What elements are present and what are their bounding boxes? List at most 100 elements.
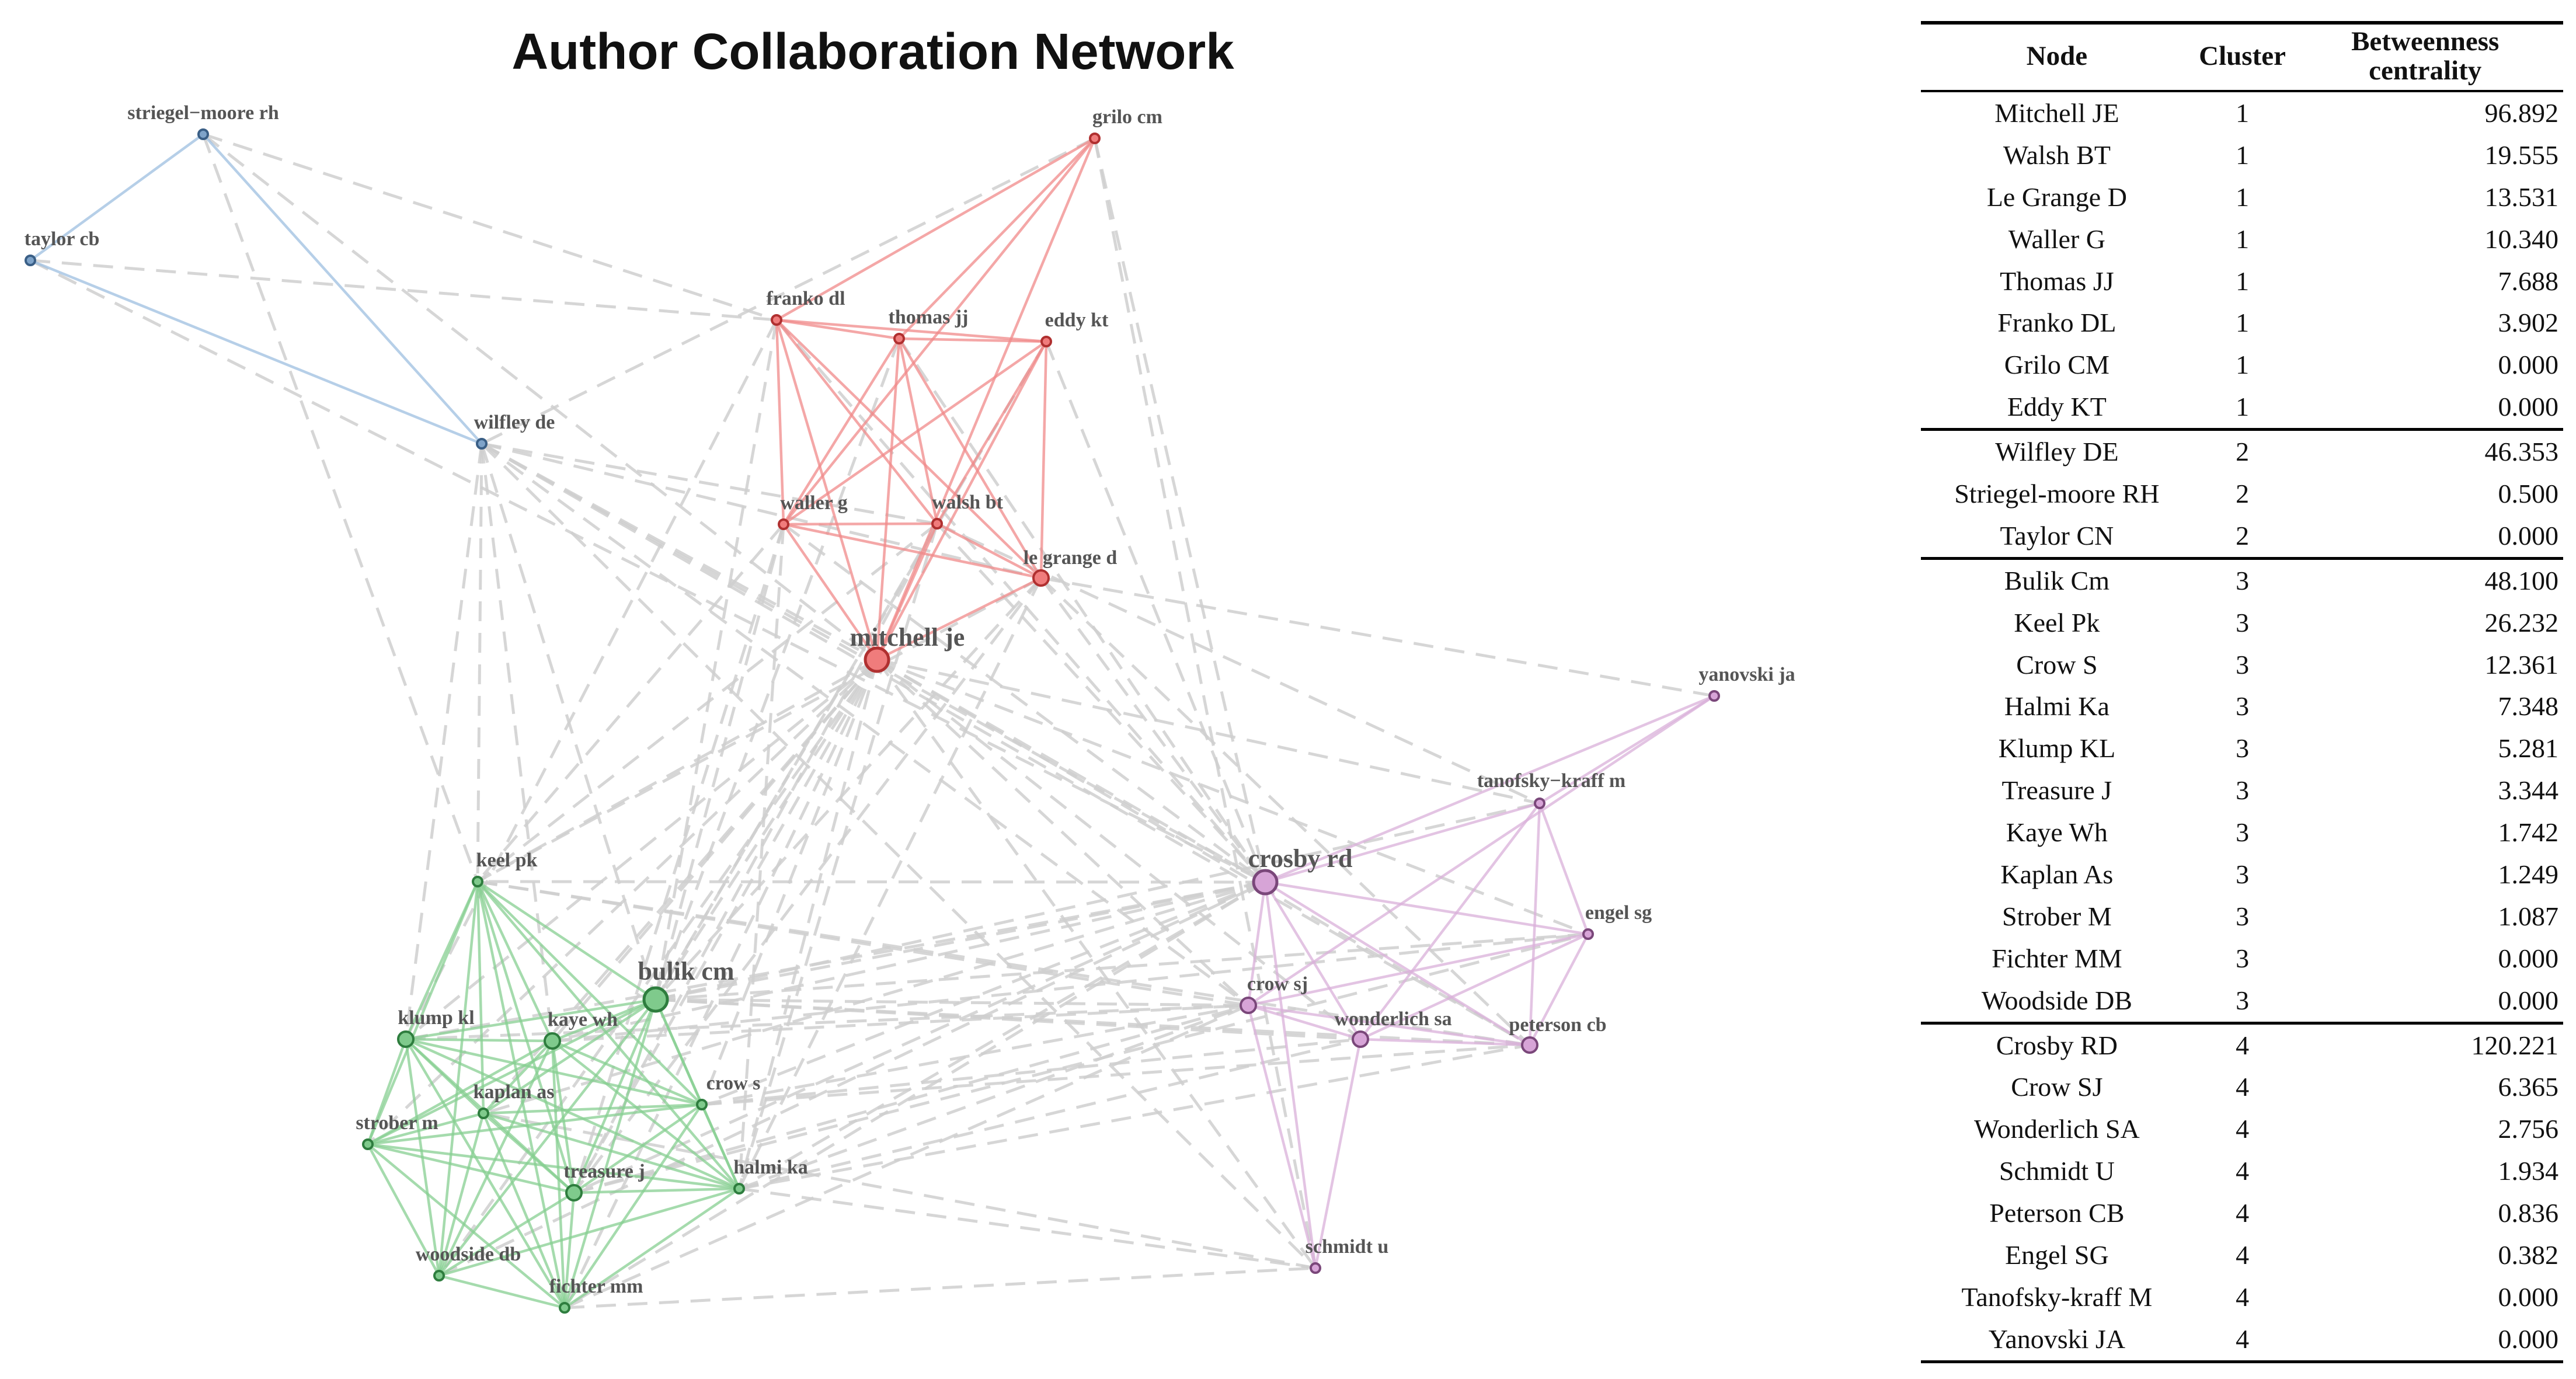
cell-betweenness: 0.382: [2498, 1239, 2559, 1270]
cell-cluster: 3: [2236, 859, 2250, 889]
node-crow-sj: [1240, 997, 1257, 1014]
centrality-table: Node Cluster Betweenness centrality Mitc…: [1921, 21, 2563, 1363]
cell-node: Waller G: [2008, 224, 2105, 254]
cell-node: Crosby RD: [1996, 1030, 2118, 1060]
edge-eddy-kt--le-grange-d: [1039, 341, 1048, 579]
edge-keel-pk--crow-sj: [477, 880, 1249, 1007]
edge-kaplan-as--fichter-mm: [482, 1113, 566, 1308]
cell-cluster: 3: [2236, 565, 2250, 596]
cell-node: Halmi Ka: [2004, 691, 2109, 722]
node-le-grange-d: [1032, 569, 1050, 587]
edge-crow-sj--schmidt-u: [1247, 1005, 1317, 1269]
cell-node: Keel Pk: [2014, 607, 2100, 638]
edge-wilfley-de--keel-pk: [476, 443, 483, 882]
cell-node: Mitchell JE: [1994, 97, 2119, 128]
node-treasure-j: [565, 1184, 583, 1202]
edge-crow-s--wonderlich-sa: [701, 1037, 1361, 1106]
cell-cluster: 4: [2236, 1282, 2250, 1312]
table-header-row: Node Cluster Betweenness centrality: [1921, 23, 2563, 91]
edge-wilfley-de--kaye-wh: [480, 443, 554, 1042]
edge-crosby-rd--halmi-ka: [738, 880, 1266, 1190]
network-panel: Author Collaboration Network striegel−mo…: [25, 23, 1795, 1314]
edge-le-grange-d--keel-pk: [476, 576, 1042, 883]
cell-node: Woodside DB: [1921, 979, 2193, 1025]
cell-node: Grilo CM: [2004, 350, 2109, 380]
edge-keel-pk--woodside-db: [437, 881, 479, 1276]
cell-cluster: 4: [2236, 1072, 2250, 1102]
node-kaplan-as: [478, 1108, 489, 1119]
edge-le-grange-d--peterson-cb: [1040, 577, 1531, 1046]
node-fichter-mm: [559, 1302, 570, 1314]
cell-betweenness: 1.087: [2498, 901, 2559, 931]
node-label-strober-m: strober m: [356, 1112, 438, 1134]
edge-bulik-cm--tanofsky-kraff-m: [655, 802, 1540, 1001]
edge-mitchell-je--franko-dl: [775, 319, 879, 660]
edge-crosby-rd--klump-kl: [405, 880, 1266, 1041]
cell-cluster: 4: [2236, 1198, 2250, 1228]
node-label-le-grange-d: le grange d: [1024, 547, 1118, 569]
cell-betweenness: 0.000: [2292, 979, 2563, 1025]
node-label-tanofsky-kraff-m: tanofsky−kraff m: [1477, 770, 1626, 792]
edge-franko-dl--crosby-rd: [775, 319, 1266, 883]
cell-betweenness: 3.902: [2498, 308, 2559, 338]
node-waller-g: [778, 518, 789, 530]
edge-bulik-cm--kaye-wh: [552, 998, 656, 1043]
edge-crosby-rd--kaye-wh: [552, 880, 1266, 1043]
table-row: Mitchell JE 1 96.892: [1921, 91, 2563, 134]
edge-keel-pk--crow-s: [476, 880, 703, 1106]
edge-eddy-kt--waller-g: [782, 340, 1047, 525]
header-betweenness: Betweenness centrality: [2292, 23, 2563, 91]
edge-crow-sj--peterson-cb: [1248, 1004, 1530, 1047]
edge-bulik-cm--wonderlich-sa: [655, 998, 1361, 1041]
cell-betweenness: 13.531: [2484, 182, 2559, 212]
node-walsh-bt: [931, 518, 943, 530]
edge-taylor-cb--crosby-rd: [29, 259, 1266, 884]
edge-striegel-moore-rh--mitchell-je: [202, 133, 878, 661]
edge-crosby-rd--engel-sg: [1265, 880, 1589, 936]
cell-cluster: 3: [2236, 817, 2250, 848]
cell-betweenness: 1.742: [2498, 817, 2559, 848]
edge-wonderlich-sa--peterson-cb: [1360, 1037, 1530, 1047]
edge-walsh-bt--crosby-rd: [936, 523, 1266, 883]
edge-franko-dl--walsh-bt: [775, 319, 938, 525]
edge-waller-g--halmi-ka: [737, 524, 785, 1189]
edge-crosby-rd--treasure-j: [573, 880, 1266, 1195]
node-franko-dl: [771, 314, 782, 326]
cell-cluster: 1: [2236, 97, 2250, 128]
edge-waller-g--bulik-cm: [654, 524, 785, 1000]
edge-grilo-cm--franko-dl: [775, 137, 1096, 321]
edge-thomas-jj--crosby-rd: [897, 337, 1267, 883]
edge-mitchell-je--klump-kl: [405, 659, 878, 1040]
node-taylor-cb: [25, 255, 36, 266]
cell-betweenness: 0.000: [2498, 350, 2559, 380]
node-grilo-cm: [1089, 133, 1101, 144]
edge-wilfley-de--peterson-cb: [481, 442, 1531, 1047]
edge-mitchell-je--tanofsky-kraff-m: [876, 658, 1540, 805]
edge-striegel-moore-rh--wilfley-de: [202, 133, 483, 445]
edge-treasure-j--halmi-ka: [573, 1187, 740, 1195]
header-cluster: Cluster: [2199, 41, 2286, 71]
cell-betweenness: 96.892: [2484, 97, 2559, 128]
cell-cluster: 1: [2236, 224, 2250, 254]
cell-node: Crow SJ: [2011, 1072, 2103, 1102]
edge-bulik-cm--kaplan-as: [482, 998, 657, 1115]
edge-bulik-cm--strober-m: [367, 998, 657, 1146]
edge-walsh-bt--treasure-j: [572, 523, 939, 1194]
edge-bulik-cm--treasure-j: [572, 999, 657, 1193]
cell-betweenness: 19.555: [2484, 140, 2559, 170]
cell-node: Taylor CN: [1921, 514, 2193, 560]
edge-mitchell-je--kaye-wh: [551, 659, 878, 1042]
edge-mitchell-je--thomas-jj: [875, 338, 901, 660]
edge-bulik-cm--fichter-mm: [563, 999, 657, 1308]
node-woodside-db: [433, 1270, 445, 1282]
node-label-treasure-j: treasure j: [563, 1161, 645, 1182]
edge-wilfley-de--klump-kl: [404, 443, 483, 1040]
